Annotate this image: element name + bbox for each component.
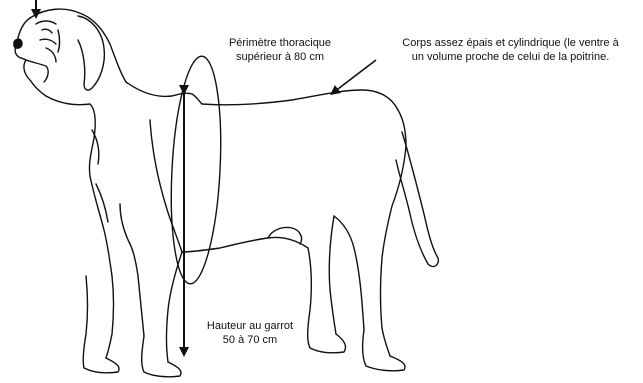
thoracic-perimeter-label: Périmètre thoracique supérieur à 80 cm [205,36,355,64]
thoracic-perimeter-line1: Périmètre thoracique [205,36,355,50]
thoracic-perimeter-line2: supérieur à 80 cm [205,50,355,64]
body-description-line2: un volume proche de celui de la poitrine… [383,50,638,64]
body-description-line1: Corps assez épais et cylindrique (le ven… [383,36,638,50]
body-arrow [334,60,376,92]
withers-height-line2: 50 à 70 cm [195,333,305,347]
withers-height-line1: Hauteur au garrot [195,319,305,333]
withers-height-label: Hauteur au garrot 50 à 70 cm [195,319,305,347]
body-description-label: Corps assez épais et cylindrique (le ven… [383,36,638,64]
